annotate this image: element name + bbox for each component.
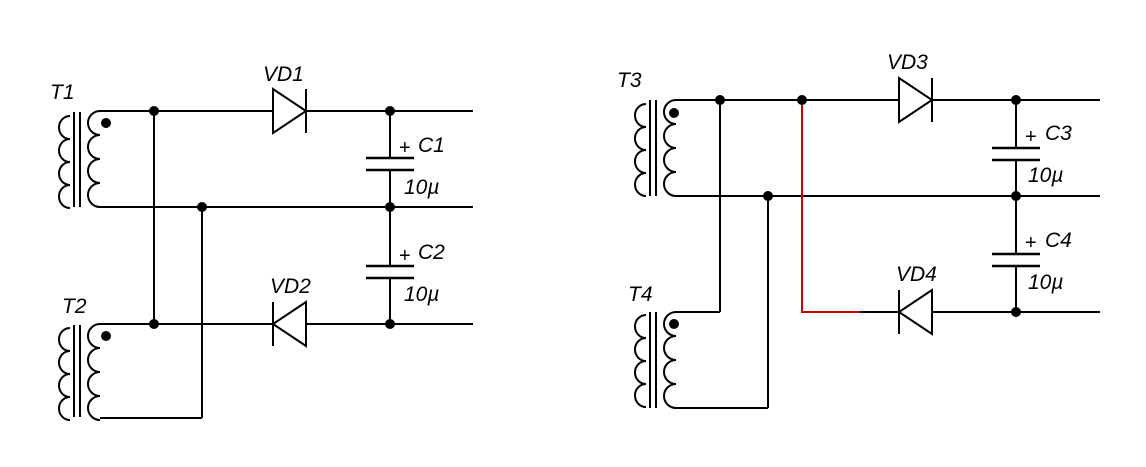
right-circuit: T3 T4 VD3 VD4 + C3 10µ + C4 10µ — [617, 51, 1100, 409]
transformer-t4 — [634, 311, 679, 409]
label-c3-value: 10µ — [1028, 164, 1063, 187]
label-c2: C2 — [418, 241, 445, 264]
c1-plus-sign: + — [399, 137, 411, 159]
label-c1: C1 — [418, 134, 445, 157]
transformer-t2 — [58, 323, 111, 421]
left-circuit: T1 T2 VD1 VD2 + C1 10µ + C2 10µ — [50, 63, 473, 421]
label-t1: T1 — [50, 81, 75, 104]
right-junctions — [715, 95, 1021, 317]
label-c4: C4 — [1045, 229, 1072, 252]
c4-plus-sign: + — [1025, 232, 1037, 254]
capacitor-c3 — [992, 146, 1040, 162]
label-vd4: VD4 — [896, 263, 937, 286]
diode-vd1 — [272, 87, 308, 135]
label-t4: T4 — [628, 283, 653, 306]
label-c4-value: 10µ — [1028, 271, 1063, 294]
left-wires — [100, 110, 473, 419]
label-c2-value: 10µ — [404, 283, 439, 306]
label-vd1: VD1 — [263, 63, 304, 86]
left-junctions — [149, 106, 395, 329]
capacitor-c2 — [366, 264, 414, 280]
label-t2: T2 — [62, 295, 87, 318]
label-t3: T3 — [617, 69, 642, 92]
c3-plus-sign: + — [1025, 126, 1037, 148]
label-c3: C3 — [1045, 122, 1072, 145]
transformer-t1 — [58, 110, 111, 209]
transformer-t3 — [634, 99, 679, 197]
highlighted-wire — [801, 100, 860, 313]
label-vd3: VD3 — [887, 51, 928, 74]
label-vd2: VD2 — [270, 275, 311, 298]
diode-vd4 — [897, 288, 933, 336]
label-c1-value: 10µ — [404, 176, 439, 199]
diode-vd2 — [271, 300, 307, 348]
capacitor-c4 — [992, 252, 1040, 268]
diode-vd3 — [898, 76, 934, 124]
c2-plus-sign: + — [399, 245, 411, 267]
capacitor-c1 — [366, 156, 414, 172]
